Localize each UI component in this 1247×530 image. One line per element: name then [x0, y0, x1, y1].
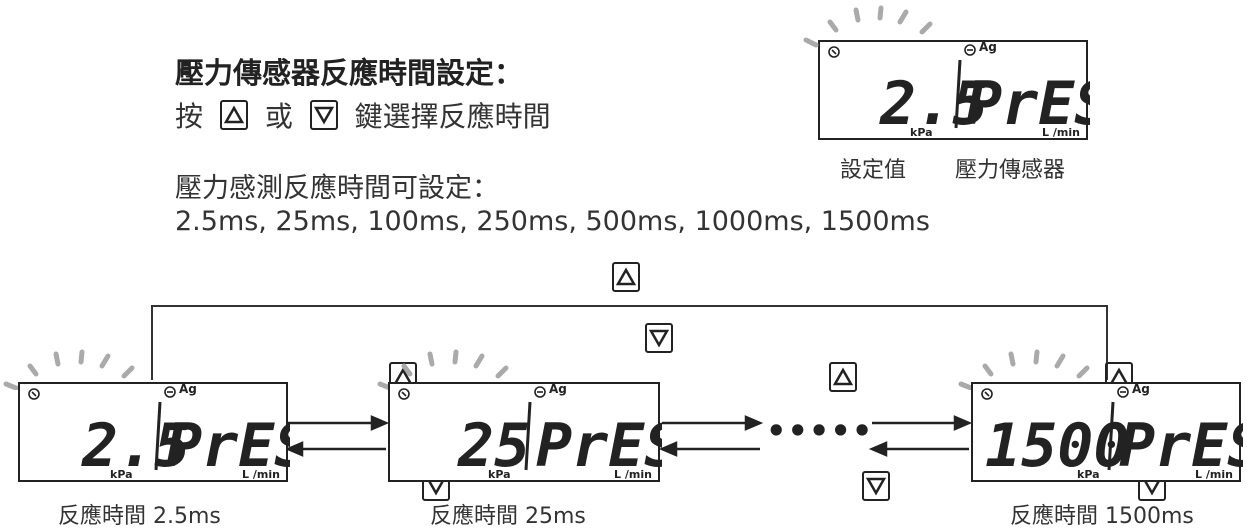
- legend-caption-sensor: 壓力傳感器: [955, 158, 1066, 183]
- up-key-icon-2: [829, 362, 858, 392]
- unit-lmin-1: L /min: [242, 468, 280, 481]
- lcd-value-3: 1500: [985, 411, 1130, 481]
- status-circle-icon: [828, 46, 840, 58]
- unit-kpa-2: kPa: [488, 468, 511, 481]
- lcd-display-3: 1500 PrES Ag kPa L /min: [971, 382, 1243, 482]
- instruction-or: 或: [264, 100, 293, 133]
- range-label: 壓力感測反應時間可設定：: [175, 173, 499, 204]
- lcd-display-2: 25 PrES Ag kPa L /min: [388, 382, 662, 482]
- legend-lcd-display: 2.5 PrES Ag kPa L /min: [818, 40, 1090, 140]
- flow-ellipsis: •••••: [766, 412, 874, 450]
- down-key-icon-2: [862, 471, 891, 501]
- lcd-graphic-1: 2.5 PrES: [28, 386, 290, 481]
- legend-blink-rays-icon: [803, 5, 933, 48]
- lcd-graphic-2: 25 PrES: [398, 386, 662, 481]
- ag-label-1: Ag: [179, 382, 197, 396]
- unit-lmin-3: L /min: [1195, 468, 1233, 481]
- lcd-mode-3: PrES: [1119, 411, 1243, 481]
- up-key-icon: [219, 100, 248, 130]
- ag-label-3: Ag: [1132, 382, 1150, 396]
- legend-value-digits: 2.5: [879, 69, 988, 139]
- blink-rays-icon-2: [377, 349, 509, 390]
- down-key-icon: [309, 100, 338, 130]
- lcd-graphic-3: 1500 PrES: [981, 386, 1243, 481]
- caption-display-1: 反應時間 2.5ms: [58, 504, 221, 529]
- unit-kpa-1: kPa: [110, 468, 133, 481]
- unit-lmin: L /min: [1042, 126, 1080, 139]
- range-values: 2.5ms, 25ms, 100ms, 250ms, 500ms, 1000ms…: [175, 206, 930, 237]
- blink-rays-icon-3: [958, 349, 1090, 390]
- top-down-key-icon: [645, 323, 674, 353]
- unit-kpa-3: kPa: [1077, 468, 1100, 481]
- unit-kpa: kPa: [910, 126, 933, 139]
- blink-rays-icon-1: [3, 349, 135, 390]
- instruction-rest: 鍵選擇反應時間: [354, 100, 551, 133]
- instruction-press: 按: [175, 100, 204, 133]
- legend-caption-setting: 設定值: [840, 158, 907, 183]
- legend-lcd-graphic: 2.5 PrES: [828, 44, 1090, 139]
- page-title: 壓力傳感器反應時間設定：: [175, 56, 524, 90]
- legend-mode-text: PrES: [966, 69, 1090, 139]
- ag-label-2: Ag: [549, 382, 567, 396]
- lcd-value-2: 25: [457, 411, 530, 481]
- ag-label: Ag: [979, 40, 997, 54]
- unit-lmin-2: L /min: [614, 468, 652, 481]
- lcd-display-1: 2.5 PrES Ag kPa L /min: [18, 382, 290, 482]
- lcd-mode-2: PrES: [536, 411, 662, 481]
- top-up-key-icon: [612, 262, 640, 292]
- lcd-value-1: 2.5: [81, 411, 190, 481]
- caption-display-2: 反應時間 25ms: [430, 504, 586, 529]
- instruction-line: 按 或 鍵選擇反應時間: [175, 95, 551, 135]
- lcd-mode-1: PrES: [166, 411, 290, 481]
- minus-circle-icon: [964, 44, 976, 56]
- caption-display-3: 反應時間 1500ms: [1010, 504, 1194, 529]
